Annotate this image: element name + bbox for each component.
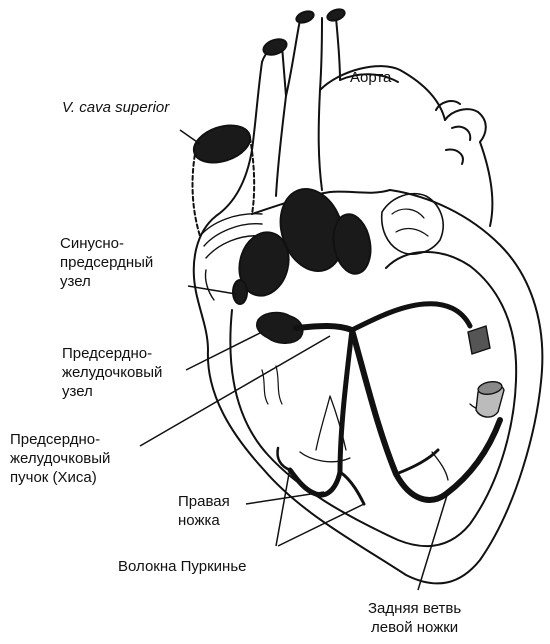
callout-av-node xyxy=(186,332,262,370)
vessel-end-1 xyxy=(261,36,288,57)
left-auricle xyxy=(382,194,443,254)
callout-his-bundle xyxy=(140,336,330,446)
callout-vena-cava xyxy=(180,130,200,144)
his-bundle-line xyxy=(296,326,352,330)
purkinje-fibers-left xyxy=(396,450,438,474)
valve-cylinder-upper xyxy=(468,326,490,354)
label-left-posterior-branch: Задняя ветвь левой ножки xyxy=(368,599,461,637)
callout-purkinje-1 xyxy=(276,468,290,546)
left-bundle-posterior xyxy=(352,330,500,500)
label-bundle-of-his: Предсердно- желудочковый пучок (Хиса) xyxy=(10,430,110,487)
small-valve-opening xyxy=(233,280,247,304)
right-bundle-line xyxy=(290,330,352,495)
vessel-end-3 xyxy=(326,7,346,23)
label-right-bundle-branch: Правая ножка xyxy=(178,492,230,530)
label-purkinje-fibers: Волокна Пуркинье xyxy=(118,557,246,576)
label-atrioventricular-node: Предсердно- желудочковый узел xyxy=(62,344,162,401)
callout-left-posterior xyxy=(418,492,448,590)
label-aorta: Аорта xyxy=(350,68,391,87)
vessel-end-2 xyxy=(295,9,315,25)
left-bundle-anterior xyxy=(352,304,470,330)
label-sinoatrial-node: Синусно- предсердный узел xyxy=(60,234,153,291)
label-vena-cava-superior: V. cava superior xyxy=(62,98,169,117)
right-bundle-branch xyxy=(340,472,364,504)
